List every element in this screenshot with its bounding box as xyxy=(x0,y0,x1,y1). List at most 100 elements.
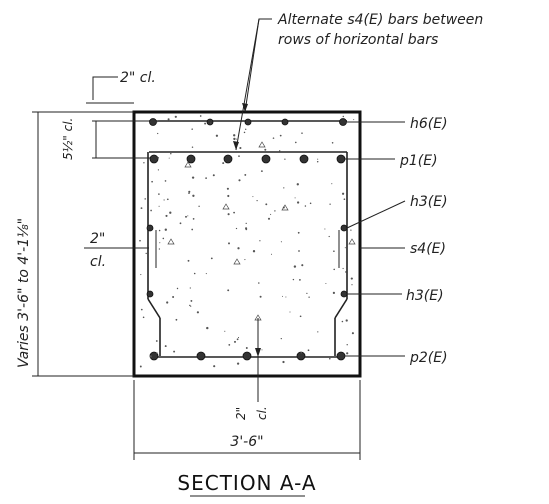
aggregate-speck xyxy=(272,137,275,139)
width-label: 3'-6" xyxy=(230,434,263,450)
aggregate-speck xyxy=(139,239,141,242)
aggregate-triangle xyxy=(184,161,192,168)
aggregate-speck xyxy=(191,228,194,231)
aggregate-speck xyxy=(244,259,246,261)
top-clear-label: 2" cl. xyxy=(120,70,156,86)
aggregate-speck xyxy=(351,284,353,286)
aggregate-speck xyxy=(176,287,179,290)
aggregate-speck xyxy=(159,242,161,244)
aggregate-speck xyxy=(224,330,226,332)
aggregate-speck xyxy=(227,194,230,198)
aggregate-speck xyxy=(226,187,229,190)
aggregate-speck xyxy=(333,250,335,252)
aggregate-speck xyxy=(328,235,330,238)
aggregate-speck xyxy=(228,242,230,245)
aggregate-speck xyxy=(155,340,158,342)
aggregate-speck xyxy=(342,267,344,270)
aggregate-speck xyxy=(140,274,142,276)
aggregate-speck xyxy=(189,287,191,289)
side-bar xyxy=(340,290,348,298)
aggregate-speck xyxy=(317,158,319,160)
aggregate-speck xyxy=(304,205,307,207)
aggregate-speck xyxy=(210,257,213,260)
concrete-aggregate xyxy=(139,115,356,368)
aggregate-speck xyxy=(260,170,263,173)
side-bar xyxy=(146,290,154,298)
aggregate-speck xyxy=(235,227,238,230)
aggregate-speck xyxy=(346,344,348,346)
aggregate-speck xyxy=(196,311,199,314)
aggregate-triangle xyxy=(222,203,230,210)
aggregate-speck xyxy=(329,357,331,360)
bar xyxy=(339,118,347,126)
aggregate-speck xyxy=(343,198,346,201)
aggregate-speck xyxy=(292,278,295,281)
aggregate-speck xyxy=(308,296,310,298)
aggregate-speck xyxy=(227,289,230,292)
bar xyxy=(299,154,309,164)
aggregate-speck xyxy=(198,205,200,208)
aggregate-speck xyxy=(252,196,254,198)
aggregate-speck xyxy=(238,155,240,157)
aggregate-speck xyxy=(245,222,247,225)
aggregate-speck xyxy=(316,160,319,163)
aggregate-speck xyxy=(331,142,334,144)
aggregate-speck xyxy=(157,156,160,159)
aggregate-speck xyxy=(350,229,352,231)
aggregate-speck xyxy=(296,201,300,204)
aggregate-speck xyxy=(143,162,145,164)
aggregate-speck xyxy=(299,279,301,281)
aggregate-speck xyxy=(233,137,236,141)
aggregate-speck xyxy=(331,183,333,185)
aggregate-speck xyxy=(244,173,247,176)
aggregate-speck xyxy=(191,176,195,179)
aggregate-speck xyxy=(297,231,300,234)
aggregate-speck xyxy=(351,332,354,335)
aggregate-speck xyxy=(329,203,331,205)
bar xyxy=(196,351,206,361)
h3-top-label: h3(E) xyxy=(410,194,448,210)
left-clear-a: 2" xyxy=(90,231,105,247)
aggregate-speck xyxy=(163,199,165,201)
bar xyxy=(206,118,214,126)
aggregate-speck xyxy=(192,218,195,220)
p1-label: p1(E) xyxy=(399,153,438,169)
aggregate-speck xyxy=(175,318,178,321)
left-stirrup-bend xyxy=(147,298,161,319)
bottom-clear-a: 2" xyxy=(234,407,248,420)
aggregate-speck xyxy=(206,326,209,330)
aggregate-speck xyxy=(289,311,291,313)
aggregate-speck xyxy=(324,228,326,230)
aggregate-speck xyxy=(189,304,191,307)
aggregate-speck xyxy=(169,211,172,214)
aggregate-speck xyxy=(204,122,207,125)
aggregate-speck xyxy=(162,237,165,240)
side-bar xyxy=(340,224,348,232)
aggregate-speck xyxy=(294,197,296,199)
aggregate-speck xyxy=(188,192,190,194)
aggregate-speck xyxy=(156,352,158,354)
aggregate-speck xyxy=(285,296,287,298)
aggregate-speck xyxy=(144,198,146,200)
left-clear-b: cl. xyxy=(90,254,106,270)
aggregate-speck xyxy=(173,350,176,353)
aggregate-speck xyxy=(193,272,196,275)
aggregate-speck xyxy=(307,349,310,352)
aggregate-triangle xyxy=(167,238,175,245)
aggregate-speck xyxy=(228,344,231,346)
p1-bar-row xyxy=(149,154,346,164)
aggregate-speck xyxy=(164,345,167,348)
aggregate-speck xyxy=(283,187,285,189)
aggregate-speck xyxy=(158,248,161,250)
aggregate-speck xyxy=(243,131,246,134)
bar xyxy=(149,118,157,126)
aggregate-speck xyxy=(341,320,344,323)
aggregate-speck xyxy=(333,268,335,271)
note-leader-2 xyxy=(235,18,260,151)
aggregate-speck xyxy=(245,347,248,349)
aggregate-speck xyxy=(167,118,170,121)
aggregate-speck xyxy=(341,192,345,195)
aggregate-triangle xyxy=(233,258,241,265)
aggregate-speck xyxy=(245,128,247,130)
offset-label: 5½" cl. xyxy=(61,118,75,160)
